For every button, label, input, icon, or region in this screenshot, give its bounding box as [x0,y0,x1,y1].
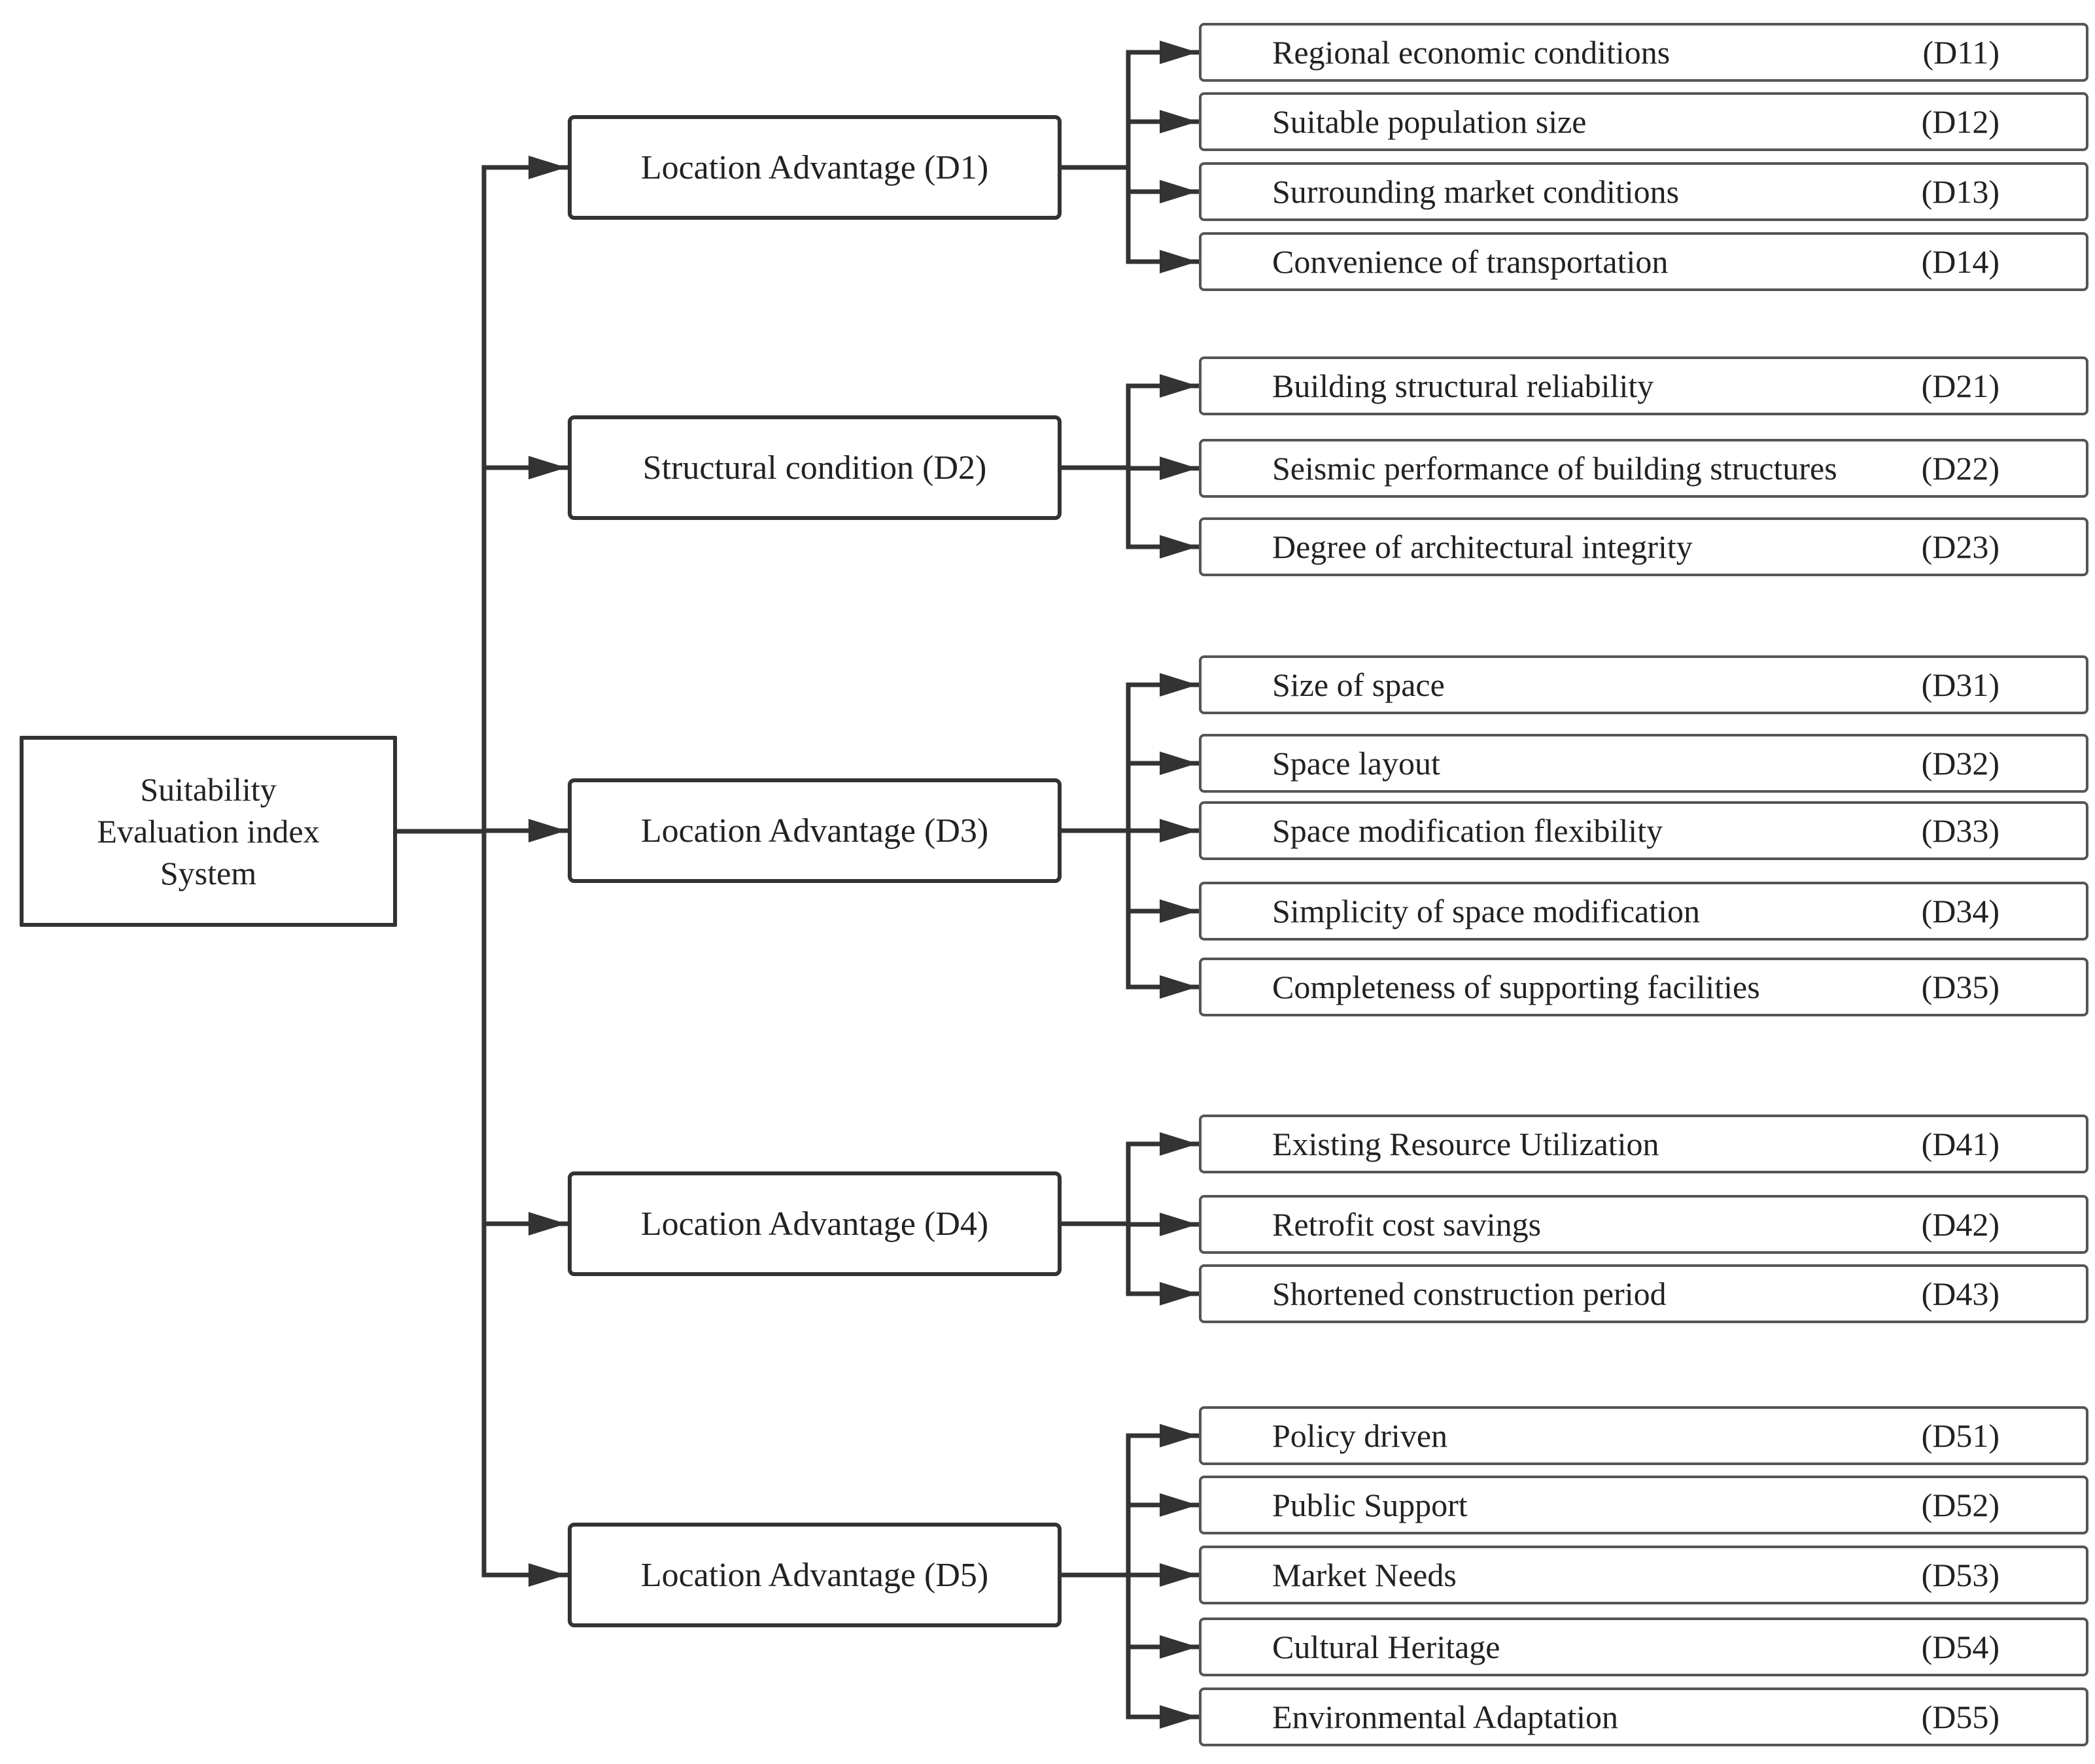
subitem-code: (D35) [1921,969,2000,1005]
subitem-code: (D31) [1921,666,2000,703]
root-label: Suitability Evaluation index System [97,769,319,894]
category-label: Location Advantage (D5) [640,1556,989,1594]
subitem-code: (D52) [1921,1487,2000,1523]
subitem-node: Degree of architectural integrity (D23) [1199,517,2088,576]
subitem-label: Completeness of supporting facilities [1272,969,1760,1005]
subitem-node: Shortened construction period (D43) [1199,1264,2088,1323]
subitem-node: Completeness of supporting facilities (D3… [1199,958,2088,1016]
subitem-node: Environmental Adaptation (D55) [1199,1687,2088,1746]
subitem-label: Existing Resource Utilization [1272,1126,1659,1162]
category-label: Location Advantage (D3) [640,812,989,850]
subitem-code: (D43) [1921,1275,2000,1312]
subitem-node: Building structural reliability (D21) [1199,356,2088,415]
subitem-node: Surrounding market conditions (D13) [1199,162,2088,221]
subitem-code: (D14) [1921,243,2000,280]
subitem-node: Space layout (D32) [1199,734,2088,793]
subitem-label: Suitable population size [1272,103,1587,140]
subitem-code: (D33) [1921,812,2000,849]
category-node: Location Advantage (D4) [568,1171,1062,1276]
subitem-label: Retrofit cost savings [1272,1206,1542,1243]
category-label: Location Advantage (D1) [640,148,989,186]
subitem-code: (D32) [1921,745,2000,782]
subitem-label: Public Support [1272,1487,1468,1523]
root-node: Suitability Evaluation index System [20,736,397,927]
subitem-label: Regional economic conditions [1272,34,1671,71]
subitem-code: (D54) [1921,1629,2000,1665]
subitem-label: Space modification flexibility [1272,812,1663,849]
subitem-label: Space layout [1272,745,1440,782]
subitem-code: (D41) [1921,1126,2000,1162]
subitem-node: Space modification flexibility (D33) [1199,801,2088,860]
subitem-code: (D13) [1921,173,2000,210]
subitem-label: Seismic performance of building structur… [1272,450,1837,487]
subitem-node: Existing Resource Utilization (D41) [1199,1115,2088,1173]
subitem-code: (D55) [1921,1699,2000,1735]
subitem-label: Simplicity of space modification [1272,893,1701,929]
subitem-label: Environmental Adaptation [1272,1699,1619,1735]
subitem-code: (D34) [1921,893,2000,929]
subitem-label: Degree of architectural integrity [1272,528,1693,565]
subitem-code: (D23) [1921,528,2000,565]
category-node: Location Advantage (D5) [568,1523,1062,1627]
category-label: Location Advantage (D4) [640,1205,989,1243]
subitem-code: (D51) [1921,1417,2000,1454]
subitem-node: Regional economic conditions (D11) [1199,23,2088,82]
category-node: Location Advantage (D3) [568,778,1062,883]
subitem-node: Suitable population size (D12) [1199,92,2088,151]
subitem-label: Cultural Heritage [1272,1629,1500,1665]
subitem-code: (D22) [1921,450,2000,487]
subitem-label: Shortened construction period [1272,1275,1667,1312]
subitem-node: Public Support (D52) [1199,1476,2088,1534]
subitem-node: Simplicity of space modification (D34) [1199,882,2088,941]
subitem-node: Market Needs (D53) [1199,1546,2088,1604]
subitem-node: Convenience of transportation (D14) [1199,232,2088,291]
subitem-code: (D21) [1921,368,2000,404]
subitem-label: Surrounding market conditions [1272,173,1680,210]
category-node: Location Advantage (D1) [568,115,1062,220]
subitem-label: Market Needs [1272,1557,1457,1593]
subitem-label: Policy driven [1272,1417,1448,1454]
root-label-line: Suitability [140,771,277,808]
root-label-line: System [160,855,257,891]
subitem-code: (D42) [1921,1206,2000,1243]
subitem-node: Policy driven (D51) [1199,1406,2088,1465]
root-label-line: Evaluation index [97,813,320,850]
subitem-code: (D53) [1921,1557,2000,1593]
subitem-label: Building structural reliability [1272,368,1654,404]
subitem-node: Cultural Heritage (D54) [1199,1617,2088,1676]
subitem-code: (D12) [1921,103,2000,140]
subitem-node: Retrofit cost savings (D42) [1199,1195,2088,1254]
subitem-node: Seismic performance of building structur… [1199,439,2088,498]
subitem-code: (D11) [1922,34,2000,71]
category-label: Structural condition (D2) [642,449,987,487]
category-node: Structural condition (D2) [568,415,1062,520]
subitem-label: Size of space [1272,666,1445,703]
subitem-label: Convenience of transportation [1272,243,1669,280]
subitem-node: Size of space (D31) [1199,655,2088,714]
